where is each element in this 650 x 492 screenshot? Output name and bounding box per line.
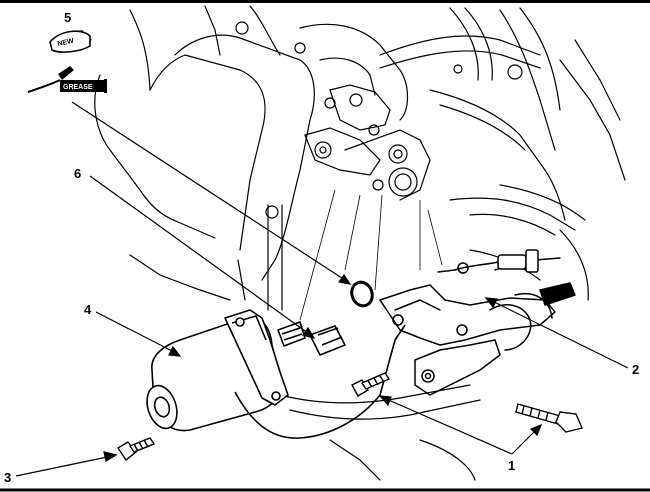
leader-lines	[15, 101, 629, 477]
bolt-part-1	[515, 403, 583, 433]
callout-5: 5	[64, 10, 71, 25]
new-part-text: NEW	[57, 38, 75, 48]
callout-3: 3	[4, 470, 11, 485]
mounting-bracket	[379, 249, 576, 396]
callout-4: 4	[84, 302, 92, 317]
callout-6: 6	[74, 166, 81, 181]
o-ring-seal	[350, 280, 374, 308]
bolt-mount	[351, 372, 391, 397]
actuator-motor	[146, 309, 406, 439]
bolt-part-3	[117, 437, 156, 462]
new-part-icon: NEW	[49, 30, 92, 53]
alignment-lines	[299, 189, 443, 321]
callout-1: 1	[508, 458, 515, 473]
callout-2: 2	[632, 362, 639, 377]
grease-icon: GREASE	[27, 66, 107, 93]
grease-text: GREASE	[63, 84, 93, 91]
